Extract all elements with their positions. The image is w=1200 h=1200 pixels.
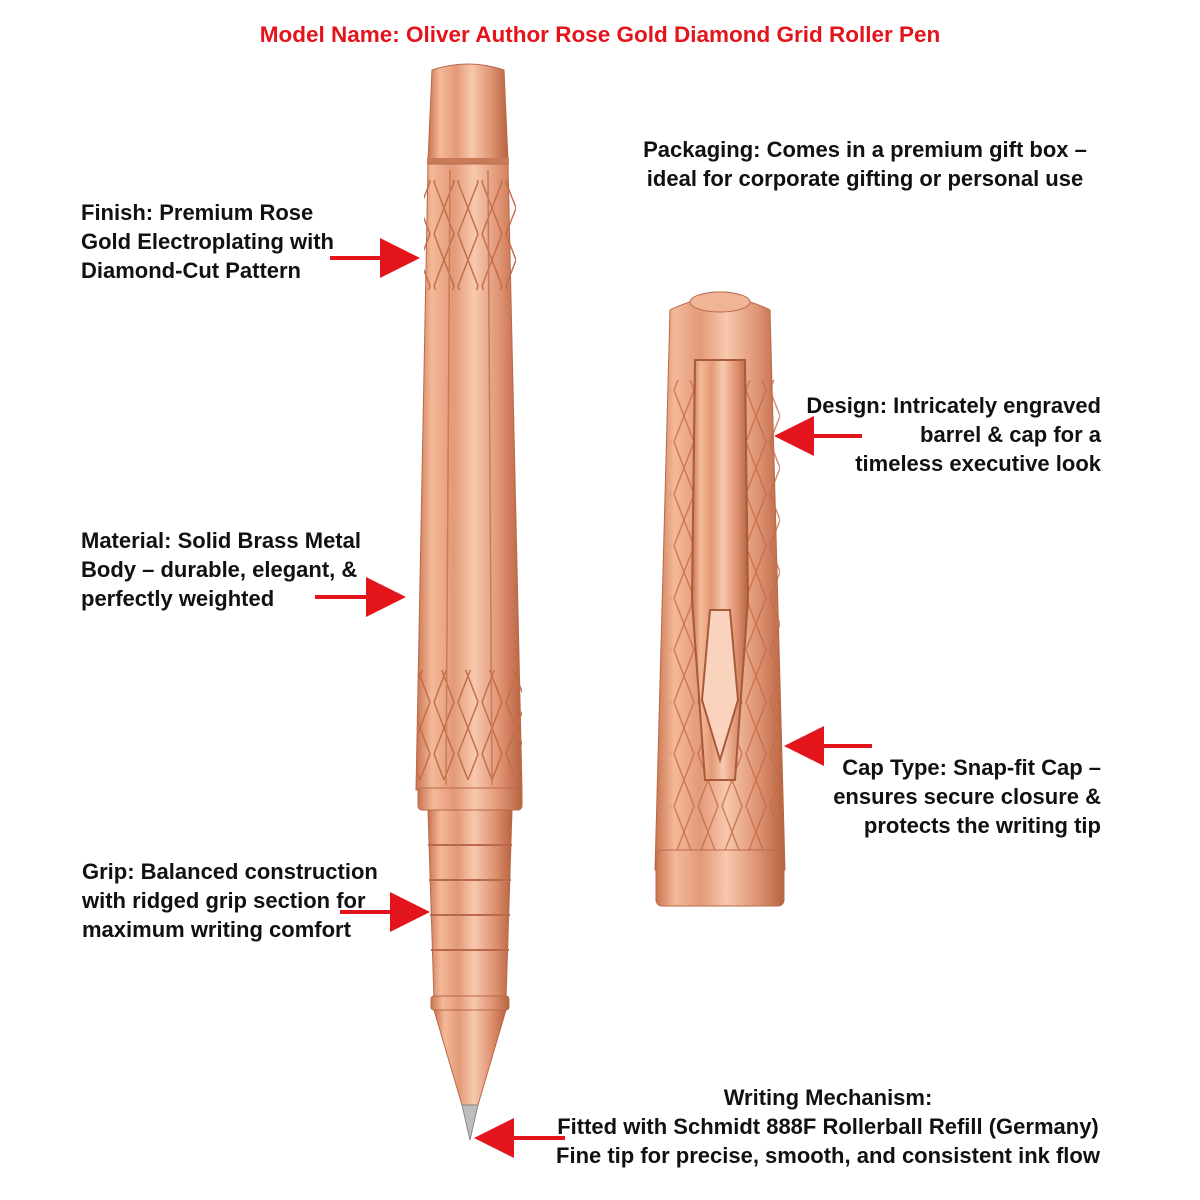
label-line: Writing Mechanism: [723, 1085, 933, 1110]
label-line: Design: Intricately engraved [806, 393, 1101, 418]
label-line: Fine tip for precise, smooth, and consis… [556, 1143, 1100, 1168]
mechanism-label: Writing Mechanism: Fitted with Schmidt 8… [528, 1083, 1128, 1170]
material-label: Material: Solid Brass Metal Body – durab… [81, 526, 361, 613]
label-line: perfectly weighted [81, 586, 275, 611]
label-line: Gold Electroplating with [81, 229, 334, 254]
label-line: with ridged grip section for [82, 888, 366, 913]
label-line: Diamond-Cut Pattern [81, 258, 301, 283]
finish-label: Finish: Premium Rose Gold Electroplating… [81, 198, 334, 285]
pen-body [415, 63, 523, 1141]
label-line: Body – durable, elegant, & [81, 557, 358, 582]
pen-cap [654, 291, 786, 907]
packaging-label: Packaging: Comes in a premium gift box –… [615, 135, 1115, 193]
label-line: maximum writing comfort [82, 917, 351, 942]
cap-type-label: Cap Type: Snap-fit Cap – ensures secure … [833, 753, 1101, 840]
model-name-title: Model Name: Oliver Author Rose Gold Diam… [259, 22, 941, 47]
label-line: timeless executive look [855, 451, 1101, 476]
grip-label: Grip: Balanced construction with ridged … [82, 857, 378, 944]
label-line: ensures secure closure & [833, 784, 1101, 809]
label-line: Fitted with Schmidt 888F Rollerball Refi… [557, 1114, 1099, 1139]
label-line: ideal for corporate gifting or personal … [646, 166, 1084, 191]
design-label: Design: Intricately engraved barrel & ca… [806, 391, 1101, 478]
label-line: Finish: Premium Rose [81, 200, 314, 225]
label-line: Material: Solid Brass Metal [81, 528, 361, 553]
label-line: protects the writing tip [863, 813, 1101, 838]
label-line: barrel & cap for a [920, 422, 1101, 447]
label-line: Packaging: Comes in a premium gift box – [643, 137, 1087, 162]
label-line: Cap Type: Snap-fit Cap – [842, 755, 1101, 780]
label-line: Grip: Balanced construction [82, 859, 378, 884]
